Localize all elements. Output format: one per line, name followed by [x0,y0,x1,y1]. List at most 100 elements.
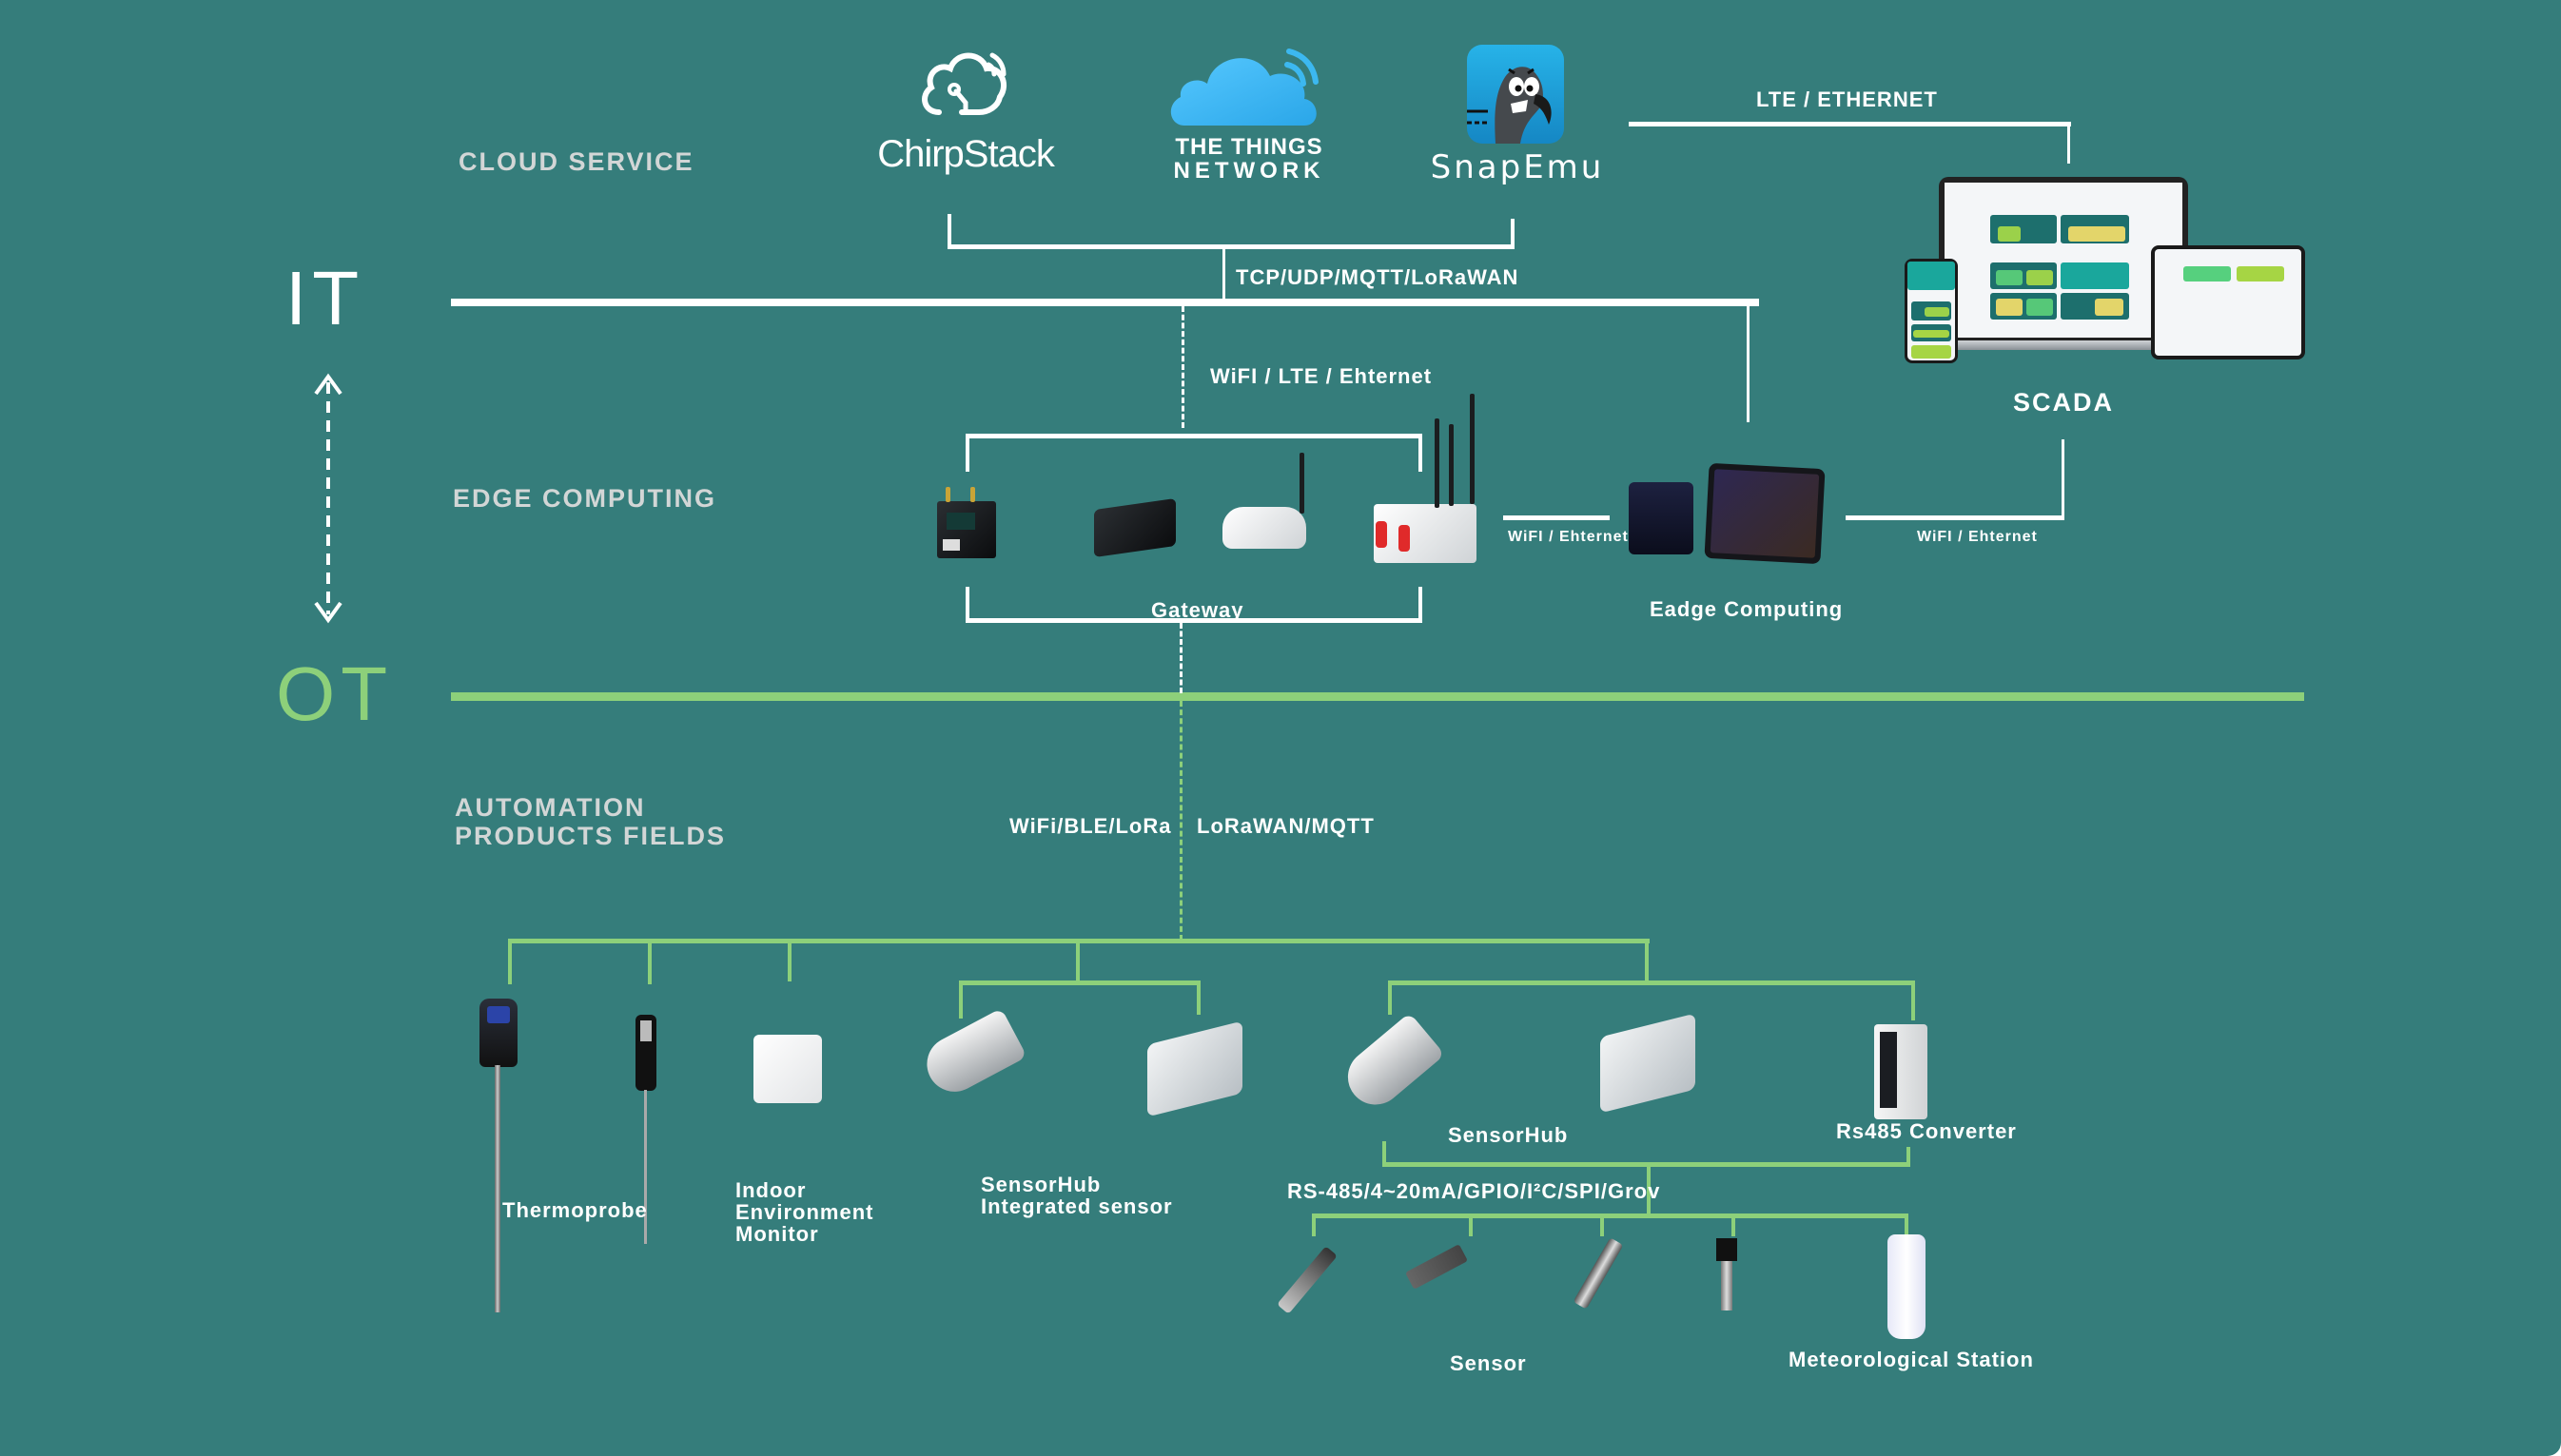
snapemu-to-scada-drop [2067,122,2070,164]
sensor-drop-1 [1312,1213,1316,1236]
rs485-converter-device [1874,1024,1927,1119]
sensorhub-integrated-device-1 [917,1007,1027,1102]
gateway-to-edge-line [1503,515,1610,520]
gateway-device-4-antenna [1435,418,1439,508]
sensor-drop-3 [1600,1213,1604,1236]
chirpstack-cloud-icon [922,52,1007,115]
sensor-bus-bracket-right [1906,1147,1910,1167]
sensor-drop-meteorological [1905,1213,1908,1236]
gateway-device-4 [1374,504,1476,563]
snapemu-logo-text: SnapEmu [1430,148,1605,186]
it-layer-label: IT [285,256,365,340]
sensorhub-integrated-device-2 [1147,1020,1242,1117]
field-drop-sensorhub-integrated [1076,939,1080,982]
indoor-monitor-label-line3: Monitor [735,1222,819,1246]
field-drop-thermoprobe-1 [508,939,512,984]
sensor-device-3 [1573,1237,1624,1310]
sensor-bus-bracket [1382,1162,1910,1167]
sensorhub-integrated-label-line2: Integrated sensor [981,1194,1173,1218]
section-cloud-service: CLOUD SERVICE [459,147,694,176]
edge-to-scada-riser [2062,439,2064,520]
gateway-to-ot-dashed-line [1180,623,1183,693]
gateway-label: Gateway [1151,598,1244,622]
sensorhub-integrated-drop-2 [1197,980,1201,1015]
sensorhub-device-1 [1337,1012,1445,1116]
it-bus-line [451,299,1759,306]
section-automation-line2: PRODUCTS FIELDS [455,822,727,850]
field-drop-sensorhub [1645,939,1649,982]
scada-phone [1905,259,1958,363]
thermoprobe-2-rod [644,1090,647,1244]
sensor-drop-2 [1469,1213,1473,1236]
thermoprobe-label: Thermoprobe [502,1198,648,1222]
sensor-label: Sensor [1450,1351,1527,1375]
field-drop-indoor-monitor [788,939,792,981]
meteorological-station-label: Meteorological Station [1789,1348,2034,1371]
gateway-device-1 [937,501,996,558]
scada-laptop-screen [1945,183,2182,338]
snapemu-to-scada-line [1629,122,2071,126]
gateway-bracket-bottom-left [966,587,969,623]
gateway-device-1-antenna [946,487,950,502]
protocol-sensor-bus: RS-485/4~20mA/GPIO/I²C/SPI/Grov [1287,1179,1661,1203]
gateway-device-1-antenna [970,487,975,502]
sensorhub-drop-rs485 [1911,980,1915,1020]
gateway-device-3-antenna [1300,453,1304,514]
gateway-bracket-top-left [966,434,969,472]
gateway-device-3 [1222,507,1306,549]
sensor-bus-line [1312,1213,1908,1218]
sensor-drop-4 [1731,1213,1735,1236]
ttn-logo-line1: THE THINGS [1175,134,1323,160]
thermoprobe-1-rod [495,1065,500,1312]
protocol-gateway-to-edge: WiFI / Ehternet [1508,529,1629,545]
cloud-to-it-stem [1222,247,1225,302]
indoor-monitor-device [753,1035,822,1103]
edge-touch-panel [1704,462,1826,565]
ot-bus-line [451,692,2304,701]
chirpstack-logo-text: ChirpStack [877,133,1055,175]
sensorhub-bracket [1388,980,1915,985]
protocol-lte-ethernet: LTE / ETHERNET [1756,87,1938,111]
thermoprobe-2-device [635,1015,656,1091]
gateway-bracket-top [966,434,1422,438]
sensorhub-drop-1 [1388,980,1392,1015]
scada-laptop [1939,177,2188,343]
gateway-bracket-top-right [1418,434,1422,472]
edge-to-scada-line [1846,515,2064,520]
rs485-converter-label: Rs485 Converter [1836,1119,2017,1143]
gateway-bracket-bottom-right [1418,587,1422,623]
field-drop-thermoprobe-2 [648,939,652,984]
sensor-device-4-head [1716,1238,1737,1261]
edge-box-device [1629,482,1693,554]
protocol-wifi-lte-ethernet: WiFI / LTE / Ehternet [1210,364,1433,388]
ttn-logo-line2: NETWORK [1173,158,1325,184]
meteorological-station-device [1887,1234,1926,1339]
cloud-bracket-right [1511,219,1515,248]
section-automation-line1: AUTOMATION [455,793,646,822]
indoor-monitor-label-line1: Indoor [735,1178,807,1202]
gateway-bracket-bottom [966,618,1422,623]
protocol-field-left: WiFi/BLE/LoRa [1009,814,1172,838]
sensorhub-integrated-bracket [959,980,1201,985]
snapemu-app-icon [1467,45,1564,144]
protocol-cloud-to-it: TCP/UDP/MQTT/LoRaWAN [1236,265,1519,289]
sensorhub-integrated-label-line1: SensorHub [981,1173,1102,1196]
cloud-bracket-bottom [948,244,1515,249]
section-edge-computing: EDGE COMPUTING [453,484,717,513]
sensor-device-2 [1405,1244,1468,1290]
it-to-gateway-dashed-line [1182,306,1184,428]
scada-label: SCADA [2013,388,2115,417]
it-to-edge-line [1747,306,1750,422]
it-ot-double-arrow-icon [314,373,342,624]
sensor-bus-stem [1647,1162,1651,1215]
ot-layer-label: OT [276,651,394,736]
gateway-device-2 [1094,497,1176,558]
sensorhub-integrated-drop-1 [959,980,963,1019]
scada-laptop-base [1922,340,2207,350]
sensorhub-device-2 [1600,1013,1695,1114]
sensor-bus-bracket-left [1382,1141,1386,1167]
edge-computing-label: Eadge Computing [1650,597,1844,621]
sensor-device-1 [1277,1246,1338,1314]
gateway-device-4-antenna [1449,424,1454,506]
